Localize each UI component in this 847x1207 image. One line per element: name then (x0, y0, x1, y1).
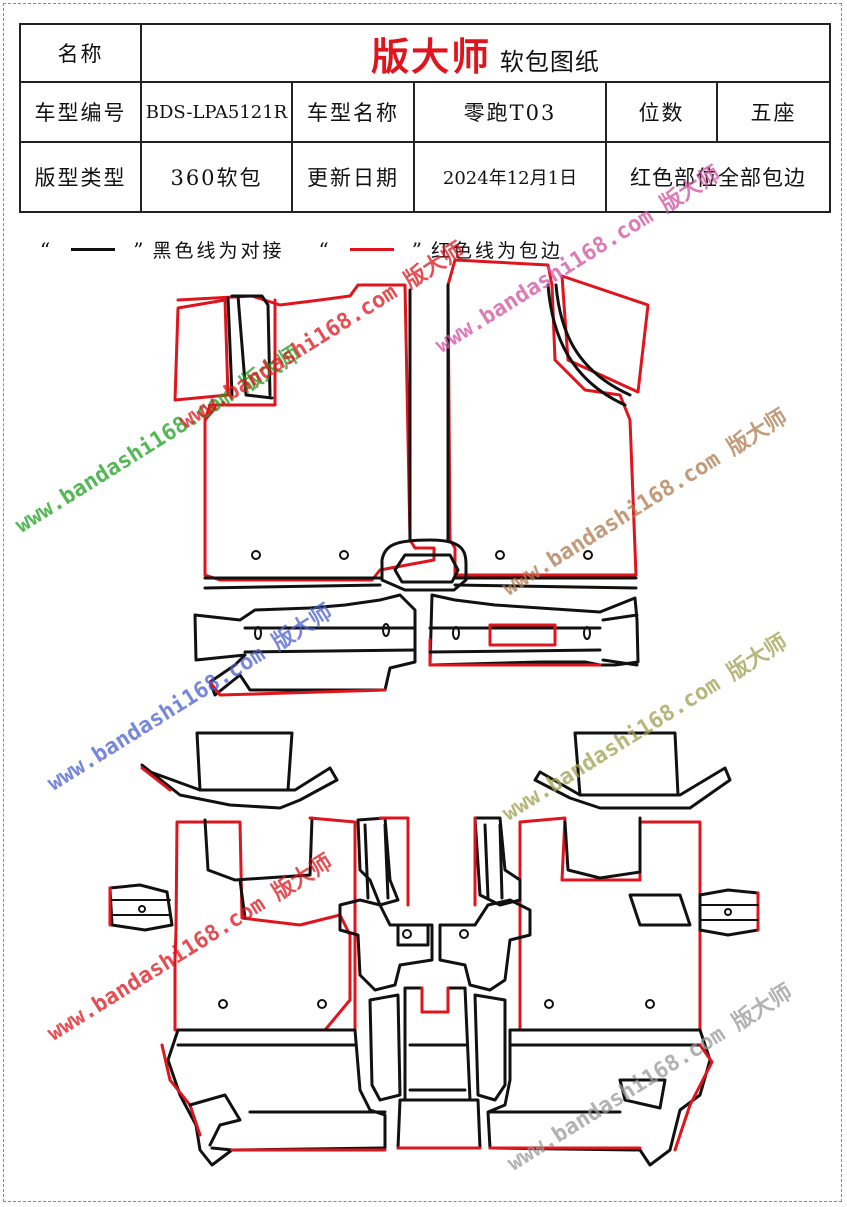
left-flap (173, 298, 230, 402)
doc-title: 软包图纸 (499, 47, 600, 76)
left-sill-strip (193, 593, 417, 697)
red-line-sample (349, 248, 394, 251)
model-name: 零跑T03 (413, 81, 607, 143)
brand-title: 版大师 (371, 33, 492, 79)
model-name-label: 车型名称 (291, 81, 415, 143)
rear-left-wing (140, 763, 339, 810)
info-table: 名称 版大师 软包图纸 车型编号 BDS-LPA5121R 车型名称 零跑T03… (19, 23, 831, 213)
rear-right-side-tab (698, 888, 760, 937)
rear-left-top-flap (195, 731, 294, 792)
model-code: BDS-LPA5121R (140, 81, 293, 143)
date-label: 更新日期 (291, 141, 415, 213)
title-cell: 版大师 软包图纸 (140, 23, 831, 83)
right-flap (560, 274, 650, 394)
legend-quote-close-2: ” (411, 237, 425, 262)
page-border (3, 3, 842, 1202)
legend-black-text: 黑色线为对接 (152, 240, 285, 262)
seats-value: 五座 (716, 81, 831, 143)
front-right-mat-edge (446, 258, 638, 577)
seats-label: 位数 (605, 81, 718, 143)
rear-mats (108, 731, 760, 1167)
rear-center-cross (338, 898, 434, 992)
legend-quote-open-2: “ (318, 237, 332, 262)
legend-red-text: 红色线为包边 (430, 240, 563, 262)
legend: “ ” 黑色线为对接 “ ” 红色线为包边 (34, 236, 563, 263)
rear-right-wing (533, 766, 732, 810)
name-label: 名称 (19, 23, 142, 83)
rear-left-side-tab (108, 883, 174, 932)
legend-quote-open-1: “ (40, 237, 54, 262)
rear-left-main (173, 820, 352, 1032)
front-sill-strips (193, 593, 640, 697)
legend-quote-close-1: ” (133, 237, 147, 262)
note-value: 红色部位全部包边 (605, 141, 831, 213)
rear-center-right-column (473, 816, 522, 907)
front-mat (173, 258, 650, 592)
model-code-label: 车型编号 (19, 81, 142, 143)
right-sill-strip (428, 593, 640, 667)
type-value: 360软包 (140, 141, 293, 213)
black-line-sample (71, 248, 116, 251)
type-label: 版型类型 (19, 141, 142, 213)
rear-left-lower-sill (166, 1028, 387, 1167)
date-value: 2024年12月1日 (413, 141, 607, 213)
